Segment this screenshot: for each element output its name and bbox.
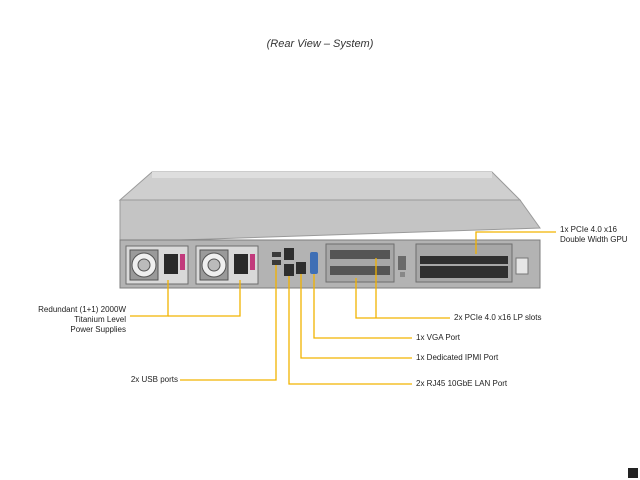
lp-slots-callout: 2x PCIe 4.0 x16 LP slots	[454, 313, 542, 322]
page-title: (Rear View – System)	[266, 38, 374, 50]
psu-callout: Redundant (1+1) 2000W Titanium Level Pow…	[20, 305, 126, 335]
power-supply-1	[125, 245, 189, 285]
ipmi-callout: 1x Dedicated IPMI Port	[416, 353, 499, 362]
gpu-slot-callout-line2: Double Width GPU	[560, 235, 628, 244]
ipmi-port	[296, 262, 306, 274]
pcie-gpu-slot	[415, 243, 513, 283]
callout-lines	[130, 231, 556, 385]
psu-callout-line3: Power Supplies	[70, 325, 126, 334]
gpu-slot-callout-line1: 1x PCIe 4.0 x16	[560, 225, 617, 234]
lan-callout: 2x RJ45 10GbE LAN Port	[416, 379, 508, 388]
vga-port	[310, 252, 318, 274]
psu-callout-line1: Redundant (1+1) 2000W	[38, 305, 126, 314]
gpu-slot-callout: 1x PCIe 4.0 x16 Double Width GPU	[560, 225, 628, 245]
rj45-lan-ports	[284, 248, 294, 276]
pcie-lp-slots	[325, 243, 395, 283]
psu-callout-line2: Titanium Level	[74, 315, 126, 324]
usb-ports	[272, 252, 281, 265]
usb-callout: 2x USB ports	[130, 375, 178, 384]
corner-mark	[628, 468, 638, 478]
chassis-upper-band	[119, 199, 541, 243]
vga-callout: 1x VGA Port	[416, 333, 461, 342]
power-supply-2	[195, 245, 259, 285]
